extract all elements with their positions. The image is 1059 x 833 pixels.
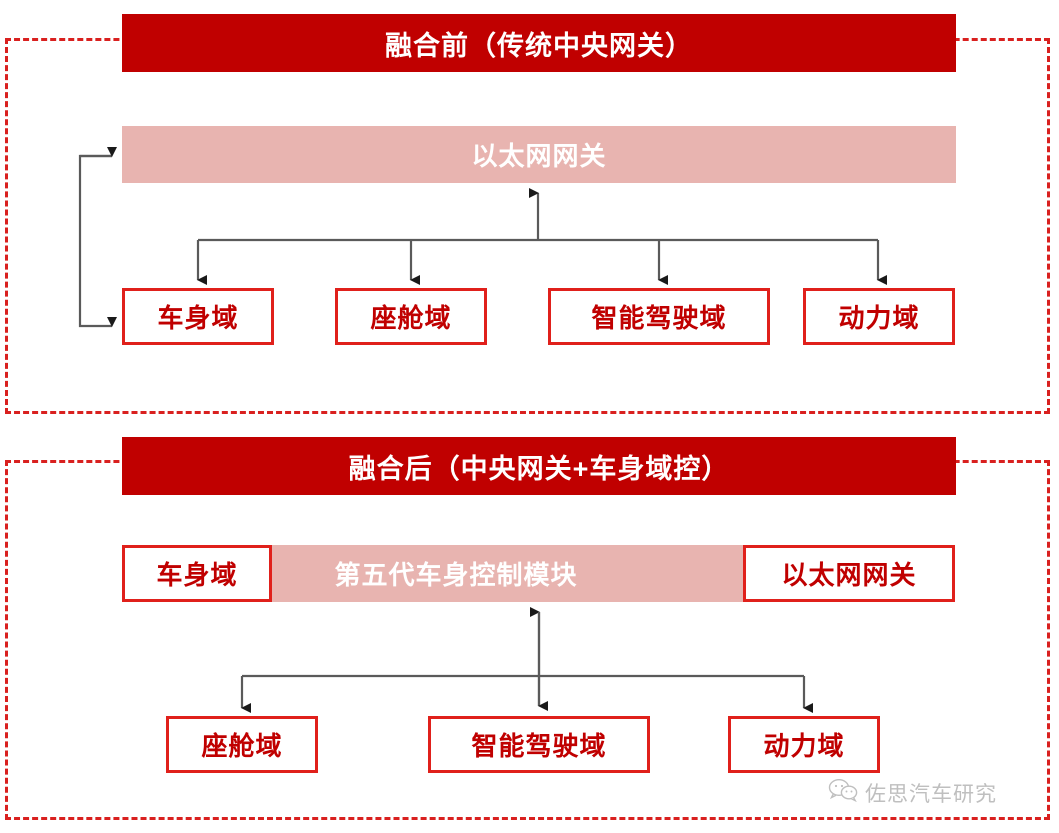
domain-box-body-before: 车身域: [122, 288, 274, 345]
domain-box-cockpit-before: 座舱域: [335, 288, 487, 345]
domain-box-cockpit-after: 座舱域: [166, 716, 318, 773]
domain-box-adas-before: 智能驾驶域: [548, 288, 770, 345]
domain-box-adas-after: 智能驾驶域: [428, 716, 650, 773]
domain-box-powertrain-after: 动力域: [728, 716, 880, 773]
section-title-before: 融合前（传统中央网关）: [122, 14, 956, 72]
section-frame-before: [5, 38, 1050, 414]
ethernet-gateway-bar: 以太网网关: [122, 126, 956, 183]
watermark: 佐思汽车研究: [828, 778, 997, 808]
section-title-after: 融合后（中央网关+车身域控）: [122, 437, 956, 495]
wechat-icon: [828, 778, 858, 808]
ethernet-gateway-box-after: 以太网网关: [743, 545, 955, 602]
domain-box-powertrain-before: 动力域: [803, 288, 955, 345]
domain-box-body-after: 车身域: [122, 545, 272, 602]
watermark-text: 佐思汽车研究: [865, 783, 997, 806]
